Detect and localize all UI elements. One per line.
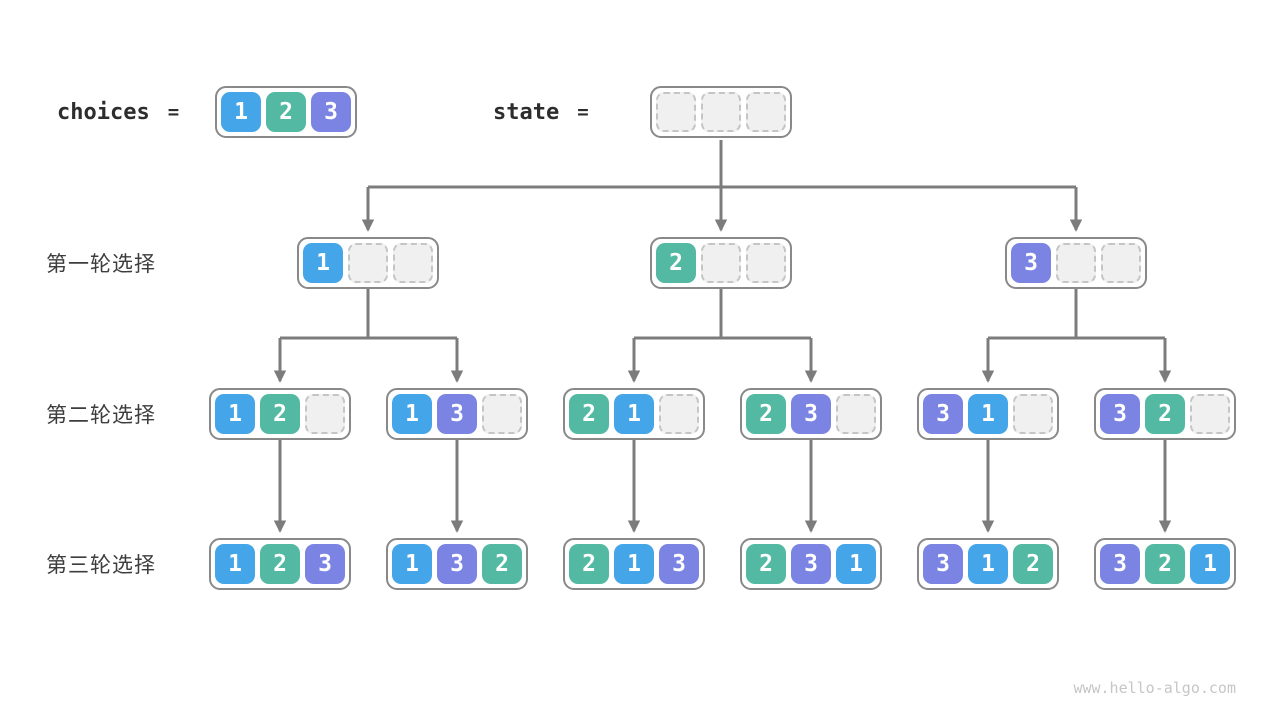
value-cell-3: 3 (1100, 544, 1140, 584)
watermark: www.hello-algo.com (1073, 679, 1236, 697)
value-cell-1: 1 (215, 544, 255, 584)
empty-cell (659, 394, 699, 434)
value-cell-1: 1 (1190, 544, 1230, 584)
value-cell-3: 3 (923, 544, 963, 584)
value-cell-2: 2 (260, 544, 300, 584)
choices-label: choices (57, 99, 150, 125)
value-cell-3: 3 (923, 394, 963, 434)
value-cell-1: 1 (392, 544, 432, 584)
value-cell-1: 1 (215, 394, 255, 434)
empty-cell (701, 92, 741, 132)
empty-cell (836, 394, 876, 434)
row-label-round-2: 第二轮选择 (46, 404, 156, 427)
value-cell-2: 2 (746, 394, 786, 434)
empty-cell (701, 243, 741, 283)
value-cell-3: 3 (437, 394, 477, 434)
choices-expression: choices = (57, 86, 179, 138)
value-cell-3: 3 (791, 544, 831, 584)
equals-icon: = (577, 101, 589, 123)
value-cell-3: 3 (311, 92, 351, 132)
value-cell-2: 2 (1145, 544, 1185, 584)
tree-node-r1-1: 1 (297, 237, 439, 289)
value-cell-3: 3 (305, 544, 345, 584)
empty-cell (305, 394, 345, 434)
empty-cell (482, 394, 522, 434)
value-cell-2: 2 (656, 243, 696, 283)
empty-cell (1190, 394, 1230, 434)
empty-cell (656, 92, 696, 132)
value-cell-2: 2 (266, 92, 306, 132)
value-cell-2: 2 (569, 544, 609, 584)
value-cell-3: 3 (1011, 243, 1051, 283)
value-cell-2: 2 (1013, 544, 1053, 584)
value-cell-2: 2 (746, 544, 786, 584)
empty-cell (746, 92, 786, 132)
empty-cell (348, 243, 388, 283)
value-cell-2: 2 (569, 394, 609, 434)
value-cell-3: 3 (437, 544, 477, 584)
value-cell-1: 1 (614, 544, 654, 584)
empty-cell (746, 243, 786, 283)
value-cell-3: 3 (1100, 394, 1140, 434)
empty-cell (393, 243, 433, 283)
empty-cell (1101, 243, 1141, 283)
equals-icon: = (167, 101, 180, 123)
state-label: state (493, 99, 560, 125)
empty-cell (1013, 394, 1053, 434)
state-expression: state = (493, 86, 589, 138)
value-cell-1: 1 (303, 243, 343, 283)
tree-node-r1-3: 3 (1005, 237, 1147, 289)
value-cell-1: 1 (221, 92, 261, 132)
state-box (650, 86, 792, 138)
value-cell-1: 1 (968, 394, 1008, 434)
value-cell-1: 1 (614, 394, 654, 434)
value-cell-2: 2 (260, 394, 300, 434)
row-label-round-1: 第一轮选择 (46, 253, 156, 276)
value-cell-3: 3 (659, 544, 699, 584)
value-cell-2: 2 (482, 544, 522, 584)
tree-node-r1-2: 2 (650, 237, 792, 289)
empty-cell (1056, 243, 1096, 283)
value-cell-1: 1 (392, 394, 432, 434)
value-cell-1: 1 (836, 544, 876, 584)
value-cell-2: 2 (1145, 394, 1185, 434)
value-cell-1: 1 (968, 544, 1008, 584)
row-label-round-3: 第三轮选择 (46, 554, 156, 577)
value-cell-3: 3 (791, 394, 831, 434)
